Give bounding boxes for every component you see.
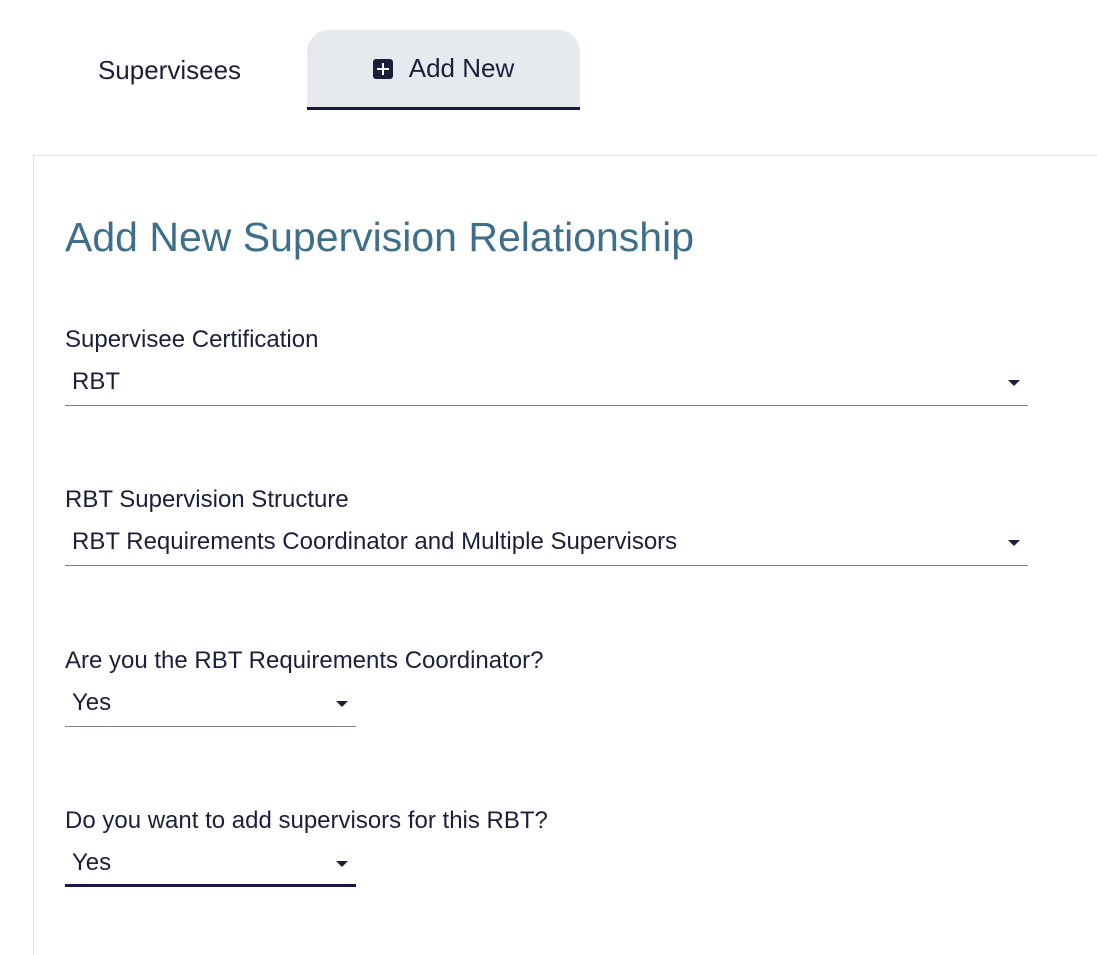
tab-add-new-label: Add New [408, 53, 515, 83]
caret-down-icon [1008, 540, 1020, 546]
plus-square-icon [372, 58, 393, 79]
supervision-structure-label: RBT Supervision Structure [65, 486, 349, 513]
add-supervisors-label: Do you want to add supervisors for this … [65, 807, 548, 834]
supervision-structure-select[interactable]: RBT Requirements Coordinator and Multipl… [65, 524, 1028, 566]
tab-supervisees[interactable]: Supervisees [62, 30, 277, 110]
supervisee-certification-label: Supervisee Certification [65, 326, 319, 353]
supervision-structure-field: RBT Supervision Structure RBT Requiremen… [65, 486, 1028, 566]
add-supervisors-field: Do you want to add supervisors for this … [65, 807, 548, 887]
tab-add-new[interactable]: Add New [307, 30, 580, 110]
tab-bar: Supervisees Add New [0, 0, 1097, 112]
tab-supervisees-label: Supervisees [97, 54, 242, 85]
caret-down-icon [336, 861, 348, 867]
requirements-coordinator-field: Are you the RBT Requirements Coordinator… [65, 647, 544, 727]
requirements-coordinator-value: Yes [72, 689, 112, 716]
caret-down-icon [1008, 380, 1020, 386]
requirements-coordinator-label: Are you the RBT Requirements Coordinator… [65, 647, 544, 674]
add-supervisors-select[interactable]: Yes [65, 845, 356, 887]
add-supervisors-value: Yes [72, 849, 112, 876]
add-new-panel: Add New Supervision Relationship Supervi… [33, 155, 1097, 955]
supervisee-certification-value: RBT [72, 368, 120, 395]
requirements-coordinator-select[interactable]: Yes [65, 685, 356, 727]
supervisee-certification-field: Supervisee Certification RBT [65, 326, 1028, 406]
supervision-structure-value: RBT Requirements Coordinator and Multipl… [72, 528, 678, 555]
caret-down-icon [336, 701, 348, 707]
supervisee-certification-select[interactable]: RBT [65, 364, 1028, 406]
page-title: Add New Supervision Relationship [65, 214, 695, 260]
